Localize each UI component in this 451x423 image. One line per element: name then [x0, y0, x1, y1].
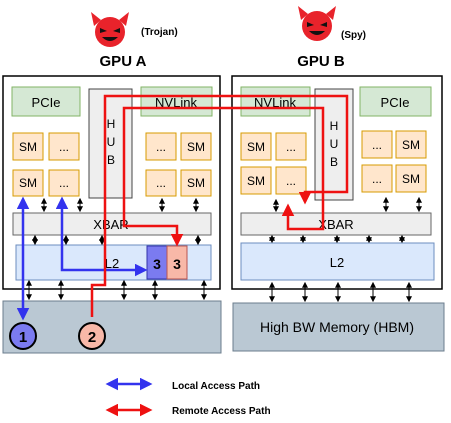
- gpu-b-sm-label: ...: [286, 174, 296, 188]
- gpu-b-role: (Spy): [341, 30, 366, 41]
- gpu-b-hub-letter: H: [330, 119, 339, 133]
- gpu-b-sm-tile: [361, 130, 393, 159]
- gpu-b-sm-tile: [275, 166, 307, 195]
- gpu-a-sm-label: SM: [187, 140, 205, 154]
- gpu-a-sm-label: ...: [59, 176, 69, 190]
- gpu-a-sm-tile: [48, 132, 80, 161]
- gpu-b-nvlink: [240, 86, 311, 117]
- gpu-a-nvlink-label: NVLink: [155, 95, 197, 110]
- gpu-b-chip: NVLink PCIe H U B SM ... SM ... ... SM .…: [231, 75, 443, 290]
- gpu-b-pcie-label: PCIe: [381, 95, 410, 110]
- gpu-a-hub-letter: U: [107, 135, 116, 149]
- gpu-b-sm-label: ...: [372, 138, 382, 152]
- gpu-a-title: GPU A: [100, 53, 147, 70]
- devil-face-icon: [91, 12, 129, 47]
- step-marker-2: 2: [78, 322, 106, 350]
- gpu-a-sm-tile: [145, 169, 177, 197]
- gpu-a-sm-tile: [145, 132, 177, 161]
- gpu-a-sm-tile: [12, 169, 44, 197]
- gpu-b-memory: [232, 302, 445, 352]
- gpu-b-title: GPU B: [297, 53, 345, 70]
- step-marker-1: 1: [9, 322, 37, 350]
- gpu-b-sm-tile: [395, 130, 427, 159]
- step-marker-2-label: 2: [88, 329, 96, 346]
- gpu-a-sm-label: SM: [19, 176, 37, 190]
- devil-face-icon: [298, 6, 336, 41]
- hbm-label: High BW Memory (HBM): [260, 319, 414, 335]
- gpu-b-sm-label: SM: [247, 174, 265, 188]
- gpu-b-l2-label: L2: [330, 255, 344, 270]
- legend: Local Access Path Remote Access Path: [105, 377, 271, 417]
- gpu-a-pcie-label: PCIe: [32, 95, 61, 110]
- gpu-b-l2: [240, 242, 435, 281]
- gpu-b-xbar-label: XBAR: [318, 217, 353, 232]
- gpu-b-sm-tile: [395, 164, 427, 193]
- local-access-path: [16, 196, 148, 321]
- gpu-b-sm-label: ...: [286, 140, 296, 154]
- gpu-a-sm-label: ...: [156, 176, 166, 190]
- gpu-b-nvlink-label: NVLink: [254, 95, 296, 110]
- gpu-a-sm-label: SM: [187, 176, 205, 190]
- gpu-a-sm-label: ...: [156, 140, 166, 154]
- gpu-a-role: (Trojan): [141, 27, 178, 38]
- gpu-b-sm-tile: [240, 132, 272, 161]
- gpu-b-sm-label: SM: [402, 172, 420, 186]
- remote-access-path: [90, 94, 349, 317]
- gpu-a-memory: [2, 300, 222, 354]
- gpu-a-pcie: [11, 86, 81, 117]
- gpu-b-sm-tile: [240, 166, 272, 195]
- gpu-a-sm-label: ...: [59, 140, 69, 154]
- step-marker-1-label: 1: [19, 329, 27, 346]
- gpu-a-nvlink: [140, 86, 213, 117]
- gpu-a-sm-tile: [180, 132, 212, 161]
- gpu-b-sm-tile: [361, 164, 393, 193]
- gpu-a-sm-tile: [48, 169, 80, 197]
- gpu-b-sm-label: SM: [402, 138, 420, 152]
- gpu-b-hub-letter: B: [330, 155, 338, 169]
- cache-set-3-remote-label: 3: [173, 256, 181, 272]
- gpu-b-sm-label: ...: [372, 172, 382, 186]
- gpu-a-sm-label: SM: [19, 140, 37, 154]
- gpu-b-pcie: [359, 86, 432, 117]
- gpu-b-hub-letter: U: [330, 137, 339, 151]
- gpu-b-sm-tile: [275, 132, 307, 161]
- gpu-a-sm-tile: [180, 169, 212, 197]
- legend-remote-label: Remote Access Path: [172, 406, 271, 417]
- gpu-a-sm-tile: [12, 132, 44, 161]
- gpu-a-hub-letter: B: [107, 153, 115, 167]
- gpu-a-hub-letter: H: [107, 117, 116, 131]
- gpu-b-sm-label: SM: [247, 140, 265, 154]
- legend-local-label: Local Access Path: [172, 381, 260, 392]
- cache-set-3-local-label: 3: [153, 256, 161, 272]
